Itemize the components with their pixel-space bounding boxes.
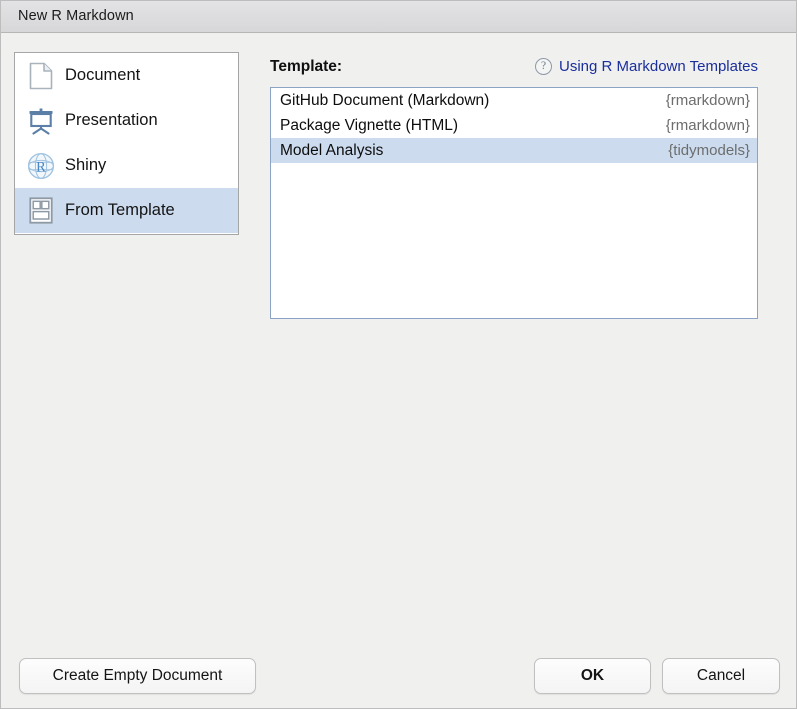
question-mark-icon: ? — [535, 58, 553, 75]
template-package: {rmarkdown} — [665, 117, 750, 134]
template-name: Package Vignette (HTML) — [280, 116, 459, 134]
help-link-group[interactable]: ? Using R Markdown Templates — [535, 58, 758, 75]
sidebar-item-label: From Template — [65, 201, 175, 219]
template-list-item[interactable]: GitHub Document (Markdown) {rmarkdown} — [271, 88, 757, 113]
presentation-icon — [26, 106, 56, 136]
template-list-item-selected[interactable]: Model Analysis {tidymodels} — [271, 138, 757, 163]
sidebar-item-shiny[interactable]: R Shiny — [15, 143, 238, 188]
cancel-button[interactable]: Cancel — [662, 658, 780, 694]
sidebar-item-label: Shiny — [65, 156, 107, 174]
template-label: Template: — [270, 58, 343, 75]
ok-button[interactable]: OK — [534, 658, 651, 694]
from-template-icon — [26, 196, 56, 226]
using-r-markdown-templates-link[interactable]: Using R Markdown Templates — [559, 58, 758, 75]
document-icon — [26, 61, 56, 91]
dialog-titlebar: New R Markdown — [1, 1, 796, 33]
dialog-title: New R Markdown — [18, 8, 134, 24]
create-empty-document-button[interactable]: Create Empty Document — [19, 658, 256, 694]
sidebar-item-from-template[interactable]: From Template — [15, 188, 238, 233]
document-type-sidebar[interactable]: Document Presentation R — [14, 52, 239, 235]
svg-text:R: R — [36, 159, 46, 175]
sidebar-item-presentation[interactable]: Presentation — [15, 98, 238, 143]
sidebar-item-label: Document — [65, 66, 141, 84]
template-header: Template: ? Using R Markdown Templates — [270, 58, 758, 80]
template-list[interactable]: GitHub Document (Markdown) {rmarkdown} P… — [270, 87, 758, 319]
template-package: {tidymodels} — [668, 142, 750, 159]
template-name: GitHub Document (Markdown) — [280, 91, 490, 109]
template-list-item[interactable]: Package Vignette (HTML) {rmarkdown} — [271, 113, 757, 138]
shiny-r-icon: R — [26, 151, 56, 181]
template-name: Model Analysis — [280, 141, 384, 159]
sidebar-item-document[interactable]: Document — [15, 53, 238, 98]
template-package: {rmarkdown} — [665, 92, 750, 109]
sidebar-item-label: Presentation — [65, 111, 158, 129]
